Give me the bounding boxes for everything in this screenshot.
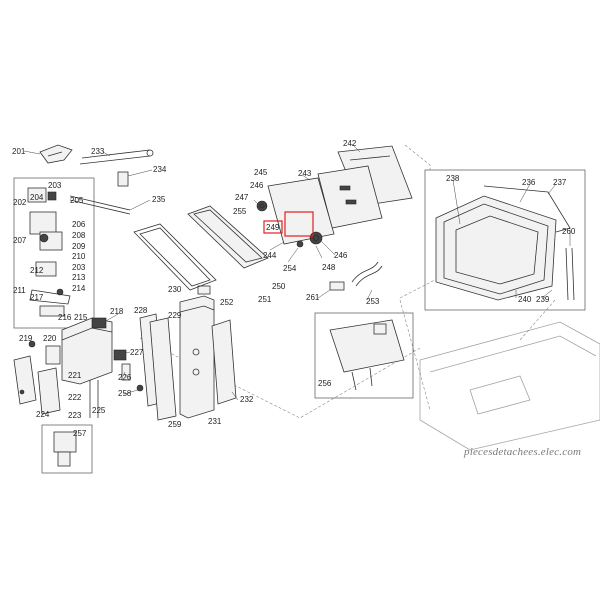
dashed-connectors — [139, 144, 556, 419]
part-230-clip — [197, 285, 211, 295]
valve-assembly-parts — [27, 187, 71, 317]
part-250-frame — [187, 205, 269, 269]
label-249: 249 — [266, 223, 280, 232]
label-236: 236 — [522, 178, 536, 187]
label-250: 250 — [272, 282, 286, 291]
group-box-part-257 — [41, 424, 93, 474]
label-243: 243 — [298, 169, 312, 178]
label-225: 225 — [92, 406, 106, 415]
part-259-panel — [149, 317, 177, 421]
label-235: 235 — [152, 195, 166, 204]
label-202: 202 — [13, 198, 27, 207]
part-237-lid — [483, 185, 571, 233]
part-236-240-tank — [435, 195, 557, 301]
label-234: 234 — [153, 165, 167, 174]
label-237: 237 — [553, 178, 567, 187]
label-256: 256 — [318, 379, 332, 388]
part-251-252-frame — [133, 223, 217, 291]
part-257-bracket — [53, 431, 77, 467]
part-229-231-housing — [179, 295, 215, 419]
label-212: 212 — [30, 266, 44, 275]
label-257: 257 — [73, 429, 87, 438]
label-245: 245 — [254, 168, 268, 177]
label-204: 204 — [30, 193, 44, 202]
label-217: 217 — [30, 293, 44, 302]
label-222: 222 — [68, 393, 82, 402]
label-226: 226 — [118, 373, 132, 382]
group-box-valve-assembly — [13, 177, 95, 329]
part-261-253-cable — [329, 261, 383, 291]
label-207: 207 — [13, 236, 27, 245]
label-206: 206 — [72, 220, 86, 229]
label-229: 229 — [168, 311, 182, 320]
label-261: 261 — [306, 293, 320, 302]
part-232-cover — [211, 319, 237, 405]
label-223: 223 — [68, 411, 82, 420]
label-259: 259 — [168, 420, 182, 429]
label-219: 219 — [19, 334, 33, 343]
label-253: 253 — [366, 297, 380, 306]
label-228: 228 — [134, 306, 148, 315]
part-256-panel — [329, 319, 405, 391]
label-210: 210 — [72, 252, 86, 261]
part-201-tray — [39, 144, 73, 164]
label-258: 258 — [118, 389, 132, 398]
part-227-226-fittings — [113, 349, 144, 392]
label-216: 216 — [58, 313, 72, 322]
label-252: 252 — [220, 298, 234, 307]
part-220-valve — [45, 345, 61, 365]
part-234-bracket — [117, 171, 129, 187]
label-255: 255 — [233, 207, 247, 216]
label-238: 238 — [446, 174, 460, 183]
part-223-cup — [37, 367, 61, 415]
label-220: 220 — [43, 334, 57, 343]
part-218-container — [61, 317, 113, 385]
part-239-tube — [565, 247, 575, 301]
part-224-cup — [13, 355, 37, 405]
label-230: 230 — [168, 285, 182, 294]
label-251: 251 — [258, 295, 272, 304]
label-213: 213 — [72, 273, 86, 282]
label-239: 239 — [536, 295, 550, 304]
label-244: 244 — [263, 251, 277, 260]
group-box-inset-right — [424, 169, 586, 311]
watermark-text: piecesdetachees.elec.com — [464, 446, 582, 458]
part-225-tubes — [89, 380, 99, 418]
label-208: 208 — [72, 231, 86, 240]
label-218: 218 — [110, 307, 124, 316]
label-205: 205 — [70, 196, 84, 205]
part-235-rod — [69, 195, 131, 215]
label-227: 227 — [130, 348, 144, 357]
label-201: 201 — [12, 147, 26, 156]
part-249-highlight — [263, 211, 314, 237]
label-203a: 203 — [48, 181, 62, 190]
label-224: 224 — [36, 410, 50, 419]
label-215: 215 — [74, 313, 88, 322]
part-labels: 201 233 234 235 203 202 204 205 206 207 … — [12, 139, 576, 438]
label-232: 232 — [240, 395, 254, 404]
background-machine-outline — [419, 321, 600, 451]
part-247-246-knobs — [256, 200, 323, 248]
part-243-board — [317, 165, 383, 229]
label-242: 242 — [343, 139, 357, 148]
label-203b: 203 — [72, 263, 86, 272]
label-211: 211 — [13, 286, 26, 295]
label-240: 240 — [518, 295, 532, 304]
part-233-rods — [79, 149, 154, 165]
label-247: 247 — [235, 193, 249, 202]
label-221: 221 — [68, 371, 82, 380]
label-233: 233 — [91, 147, 105, 156]
label-231: 231 — [208, 417, 222, 426]
label-246a: 246 — [250, 181, 264, 190]
label-260: 260 — [562, 227, 576, 236]
leader-lines — [23, 143, 571, 401]
label-246b: 246 — [334, 251, 348, 260]
part-219-screw — [28, 340, 36, 348]
label-214: 214 — [72, 284, 86, 293]
label-254: 254 — [283, 264, 297, 273]
group-box-display-panel — [314, 312, 414, 399]
label-209: 209 — [72, 242, 86, 251]
label-248: 248 — [322, 263, 336, 272]
